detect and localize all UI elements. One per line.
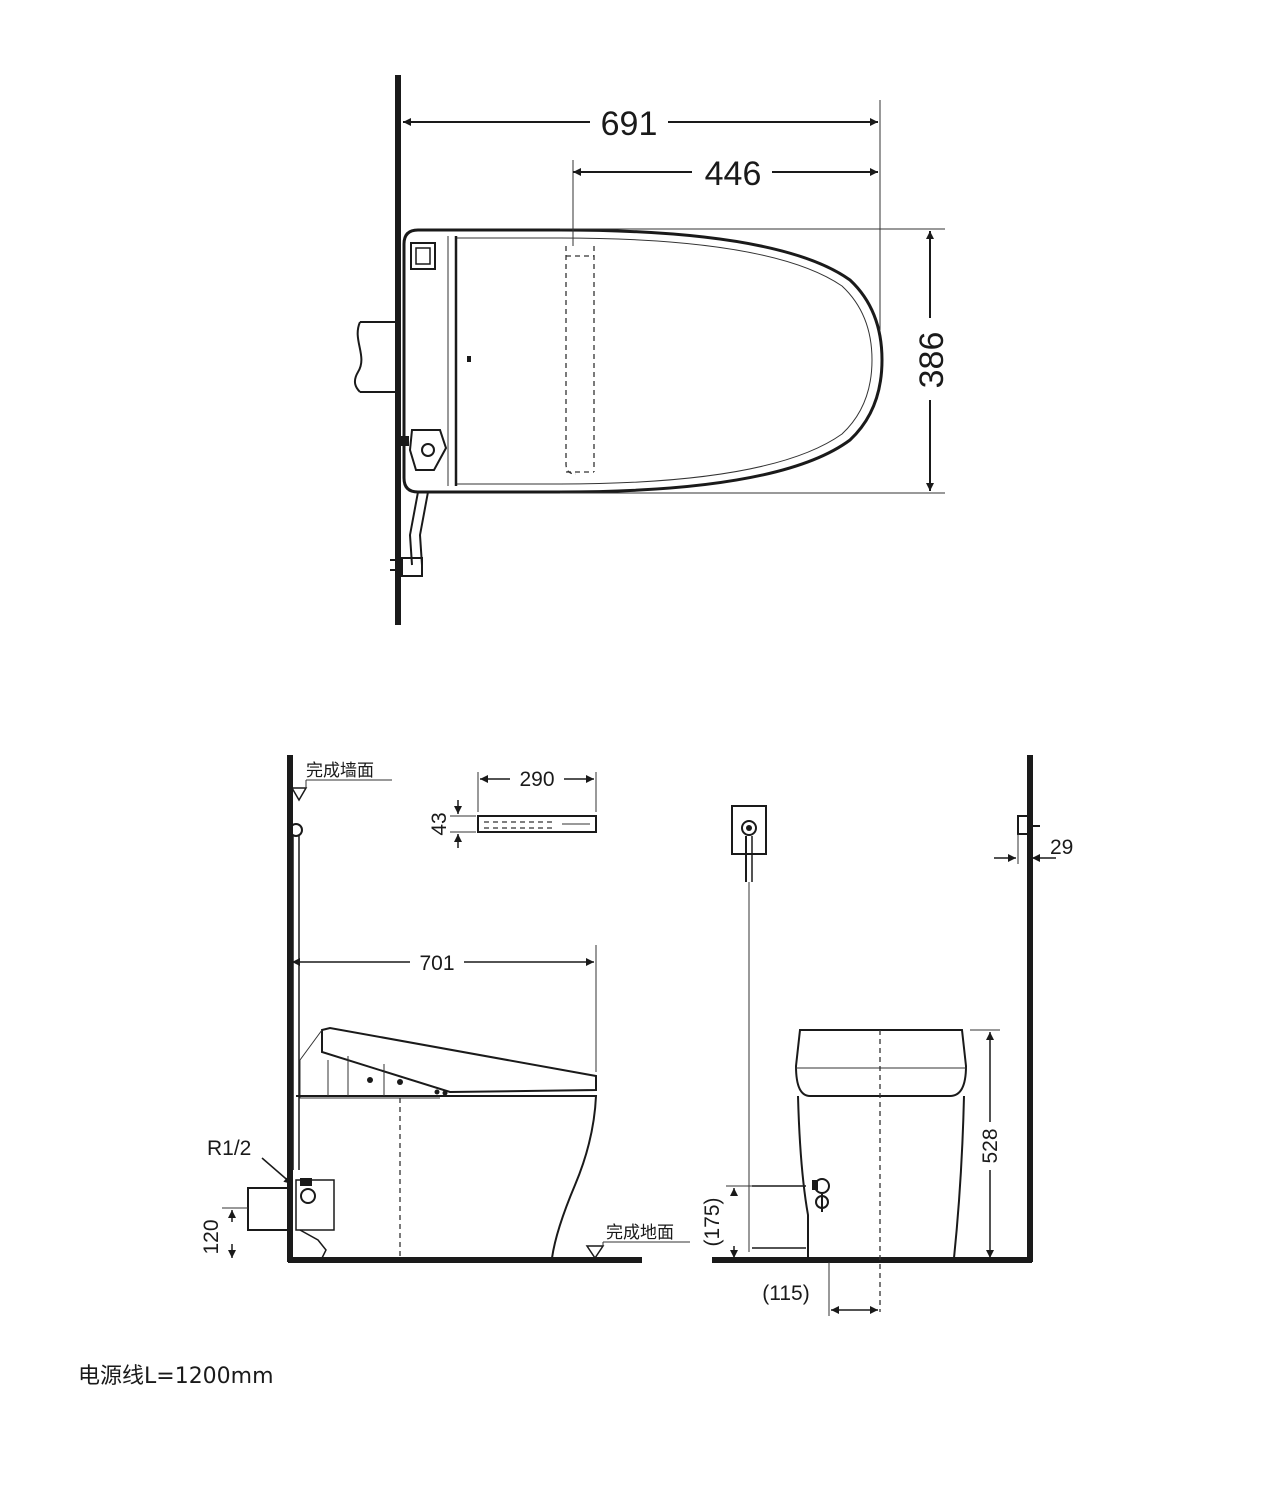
dim-supply-height-side: 120 — [200, 1219, 223, 1254]
dim-front-supply-height: (175) — [701, 1197, 724, 1246]
dim-front-offset: 29 — [1050, 836, 1073, 859]
front-outlet — [731, 805, 767, 1252]
side-view: 完成墙面 290 43 701 — [200, 755, 690, 1263]
dim-width: 386 — [913, 332, 951, 389]
top-view-body-outline — [402, 228, 884, 494]
front-view: 29 528 (175) (115) — [701, 755, 1073, 1316]
top-view-valve — [395, 429, 448, 471]
dim-front-supply-offset: (115) — [762, 1282, 809, 1305]
dim-depth: 701 — [419, 952, 454, 975]
label-pipe-thread: R1/2 — [207, 1137, 251, 1160]
toilet-side-body — [296, 1026, 598, 1259]
dim-front-height: 528 — [979, 1128, 1002, 1163]
remote-control: 290 43 — [428, 768, 597, 848]
dim-remote-height: 43 — [428, 812, 451, 835]
tank-knob — [410, 242, 436, 270]
label-finished-wall: 完成墙面 — [306, 761, 374, 781]
front-supply-valve — [812, 1178, 830, 1212]
dim-seat-length: 446 — [705, 155, 762, 193]
top-view-seat-outline — [456, 237, 873, 485]
dim-remote-width: 290 — [519, 768, 554, 791]
power-cord-note: 电源线L=1200mm — [78, 1364, 274, 1389]
dim-total-length: 691 — [601, 105, 658, 143]
toilet-front-body — [752, 1029, 968, 1312]
finished-wall-marker: 完成墙面 — [290, 761, 392, 802]
top-view-pipe — [353, 321, 395, 393]
side-supply-valve — [247, 1178, 335, 1259]
label-finished-floor: 完成地面 — [606, 1223, 674, 1243]
top-view: 691 446 386 — [353, 75, 951, 625]
finished-floor-marker: 完成地面 — [585, 1223, 690, 1260]
